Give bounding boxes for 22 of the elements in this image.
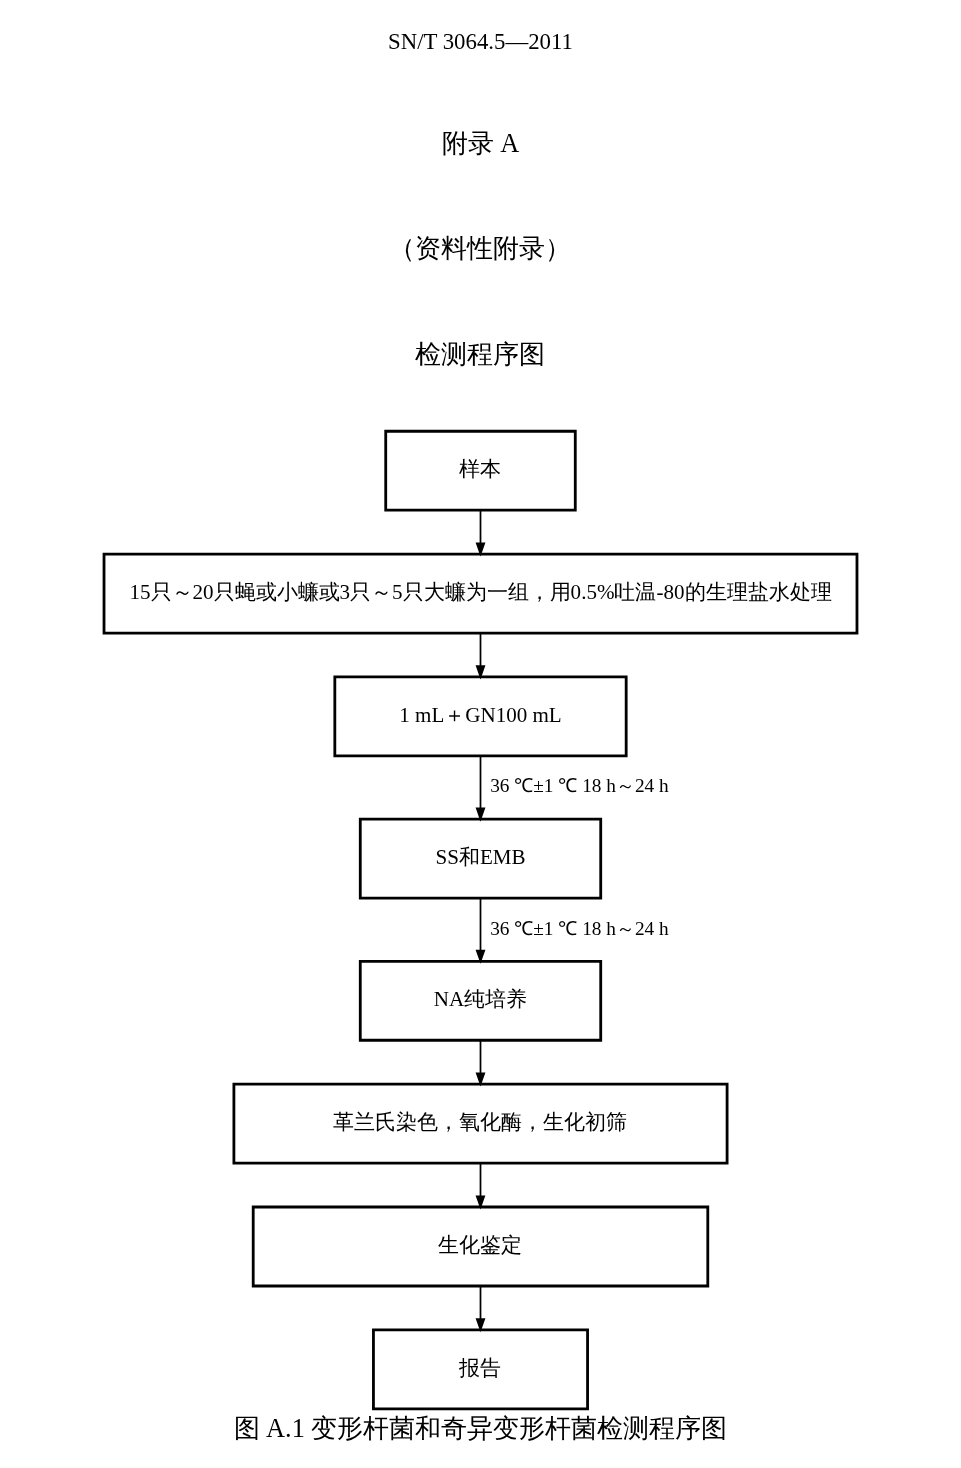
node-box: 1 mL＋GN100 mL <box>333 675 628 758</box>
edge-label: 36 ℃±1 ℃ 18 h～24 h <box>490 917 669 939</box>
arrow <box>475 509 486 557</box>
arrow <box>475 1285 486 1333</box>
node-box: 革兰氏染色，氧化酶，生化初筛 <box>232 1082 729 1165</box>
arrow <box>475 755 486 822</box>
edge-label: 36 ℃±1 ℃ 18 h～24 h <box>490 775 669 797</box>
node-box: 生化鉴定 <box>251 1205 710 1288</box>
label: SN/T 3064.5—2011 <box>388 29 573 55</box>
node-box: 15只～20只蝇或小蠊或3只～5只大蠊为一组，用0.5%吐温-80的生理盐水处理 <box>102 552 859 635</box>
diagram-title: 检测程序图 <box>415 339 546 369</box>
arrow <box>475 897 486 964</box>
node-box: 报告 <box>372 1328 589 1411</box>
node-box: NA纯培养 <box>358 959 603 1042</box>
label: 附录 A <box>441 129 520 159</box>
arrow <box>475 632 486 680</box>
node-box: 样本 <box>384 429 577 512</box>
node-box: SS和EMB <box>358 817 603 900</box>
arrow <box>475 1039 486 1087</box>
caption: 图 A.1 变形杆菌和奇异变形杆菌检测程序图 <box>233 1413 728 1443</box>
arrow <box>475 1162 486 1210</box>
label: （资料性附录） <box>389 234 572 264</box>
